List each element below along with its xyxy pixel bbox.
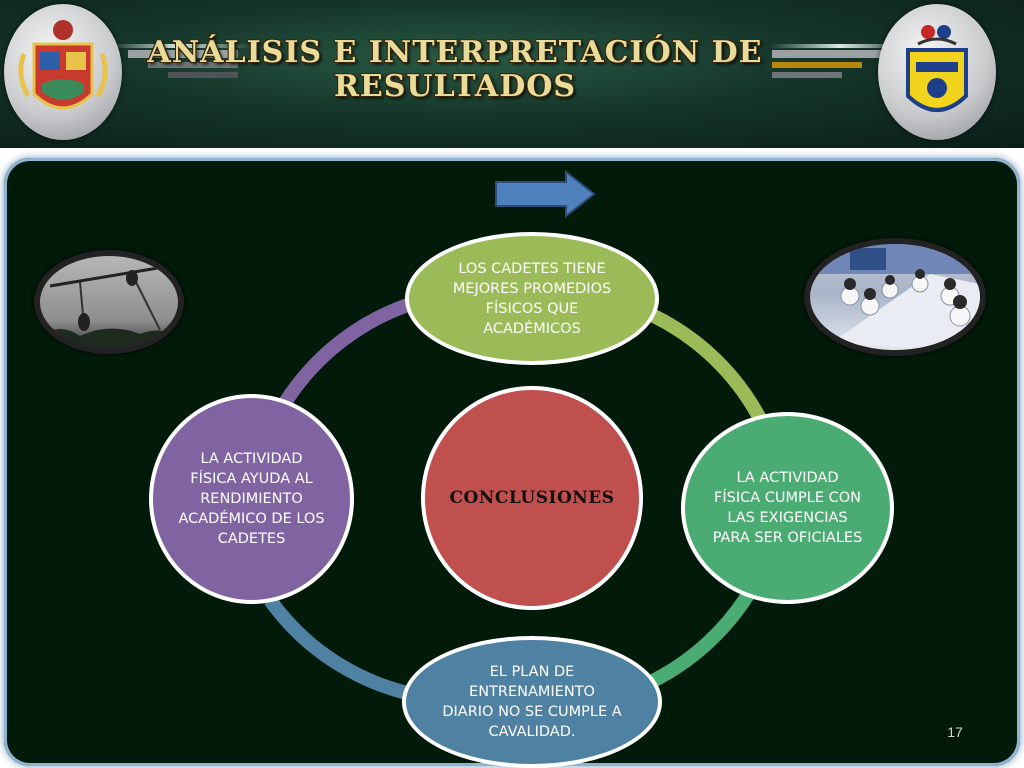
cycle-node-right: LA ACTIVIDAD FÍSICA CUMPLE CON LAS EXIGE… [681,412,894,604]
slide-header: ANÁLISIS E INTERPRETACIÓN DE RESULTADOS [0,0,1024,148]
decorative-bars-right [772,50,882,78]
school-crest-icon [878,4,996,140]
slide-title: ANÁLISIS E INTERPRETACIÓN DE RESULTADOS [130,36,780,104]
light-streak [770,44,910,48]
page-number: 17 [947,724,963,740]
light-streak [110,44,250,48]
center-label: CONCLUSIONES [449,488,615,508]
title-line-1: ANÁLISIS E INTERPRETACIÓN DE [147,35,763,70]
node-label: EL PLAN DE ENTRENAMIENTO DIARIO NO SE CU… [442,664,622,740]
node-label: LOS CADETES TIENE MEJORES PROMEDIOS FÍSI… [452,260,612,337]
cycle-node-bottom: EL PLAN DE ENTRENAMIENTO DIARIO NO SE CU… [402,636,662,768]
classroom-cadets-photo [804,238,986,356]
right-arrow-icon [495,170,596,218]
coat-of-arms-icon [4,4,122,140]
decorative-bars-left [128,50,238,78]
title-line-2: RESULTADOS [333,69,577,104]
cycle-node-left: LA ACTIVIDAD FÍSICA AYUDA AL RENDIMIENTO… [149,394,354,604]
cycle-node-top: LOS CADETES TIENE MEJORES PROMEDIOS FÍSI… [405,232,659,365]
node-label: LA ACTIVIDAD FÍSICA CUMPLE CON LAS EXIGE… [712,470,863,546]
rope-climbing-photo [34,250,184,354]
node-label: LA ACTIVIDAD FÍSICA AYUDA AL RENDIMIENTO… [178,451,325,547]
center-node-conclusions: CONCLUSIONES [421,386,643,610]
